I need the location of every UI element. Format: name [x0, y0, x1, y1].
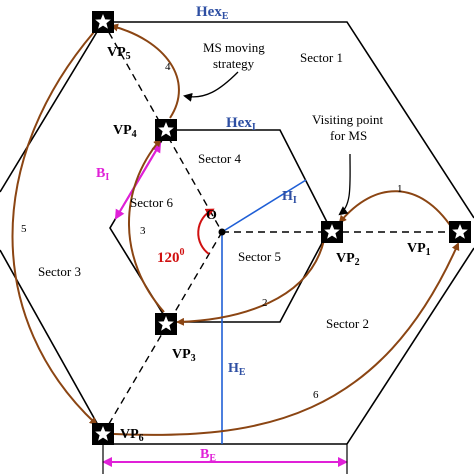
- visiting-point-line1: Visiting point: [312, 112, 383, 127]
- visiting-point-callout-arrow: [338, 153, 351, 216]
- arc4-label: 4: [165, 61, 171, 73]
- sector6-label: Sector 6: [130, 195, 173, 210]
- vp1-label: VP1: [407, 241, 431, 258]
- path-arc-5: [11, 31, 98, 426]
- vp2-label: VP2: [336, 251, 360, 268]
- arc5-label: 5: [21, 223, 27, 235]
- vp4-label: VP4: [113, 123, 137, 140]
- path-arc-3: [128, 138, 165, 313]
- star-icon: [92, 423, 114, 445]
- hex-inner-label: HexI: [226, 115, 256, 133]
- ms-strategy-callout-arrow: [183, 71, 239, 102]
- visiting-point-line2: for MS: [330, 128, 367, 143]
- star-icon: [155, 119, 177, 141]
- arc2-label: 2: [262, 297, 268, 309]
- vp5-label: VP5: [107, 45, 131, 62]
- hex-outer-label: HexE: [196, 4, 229, 22]
- sector3-label: Sector 3: [38, 264, 81, 279]
- ms-strategy-line2: strategy: [213, 56, 255, 71]
- be-label: BE: [200, 447, 216, 464]
- arc6-label: 6: [313, 389, 319, 401]
- outer-hexagon-left: [0, 21, 104, 193]
- star-icon: [321, 221, 343, 243]
- sector4-label: Sector 4: [198, 151, 241, 166]
- sector2-label: Sector 2: [326, 316, 369, 331]
- arc1-label: 1: [397, 183, 403, 195]
- path-arc-6: [113, 242, 460, 436]
- center-point: [218, 228, 226, 236]
- he-label: HE: [228, 361, 246, 378]
- angle-arc: [197, 208, 215, 255]
- ms-strategy-line1: MS moving: [203, 40, 265, 55]
- hi-line: [221, 179, 307, 233]
- sector5-label: Sector 5: [238, 249, 281, 264]
- bi-dimension-arrow-back: [114, 143, 161, 220]
- dashed-line-center-vp6: [102, 231, 223, 435]
- star-icon: [155, 313, 177, 335]
- star-icon: [92, 11, 114, 33]
- bi-label: BI: [96, 166, 109, 183]
- vp6-label: VP6: [120, 427, 144, 444]
- sector1-label: Sector 1: [300, 50, 343, 65]
- hi-label: HI: [282, 189, 297, 206]
- path-arc-4: [110, 23, 180, 119]
- arc3-label: 3: [140, 225, 146, 237]
- inner-hexagon: [109, 129, 331, 323]
- outer-hexagon: [103, 21, 474, 219]
- path-arc-2: [176, 239, 325, 326]
- center-label: O: [206, 208, 217, 223]
- star-icon: [449, 221, 471, 243]
- outer-hexagon-right-bottom: [346, 247, 474, 445]
- vp3-label: VP3: [172, 347, 196, 364]
- angle-label: 1200: [157, 247, 185, 266]
- path-arc-1: [338, 190, 453, 229]
